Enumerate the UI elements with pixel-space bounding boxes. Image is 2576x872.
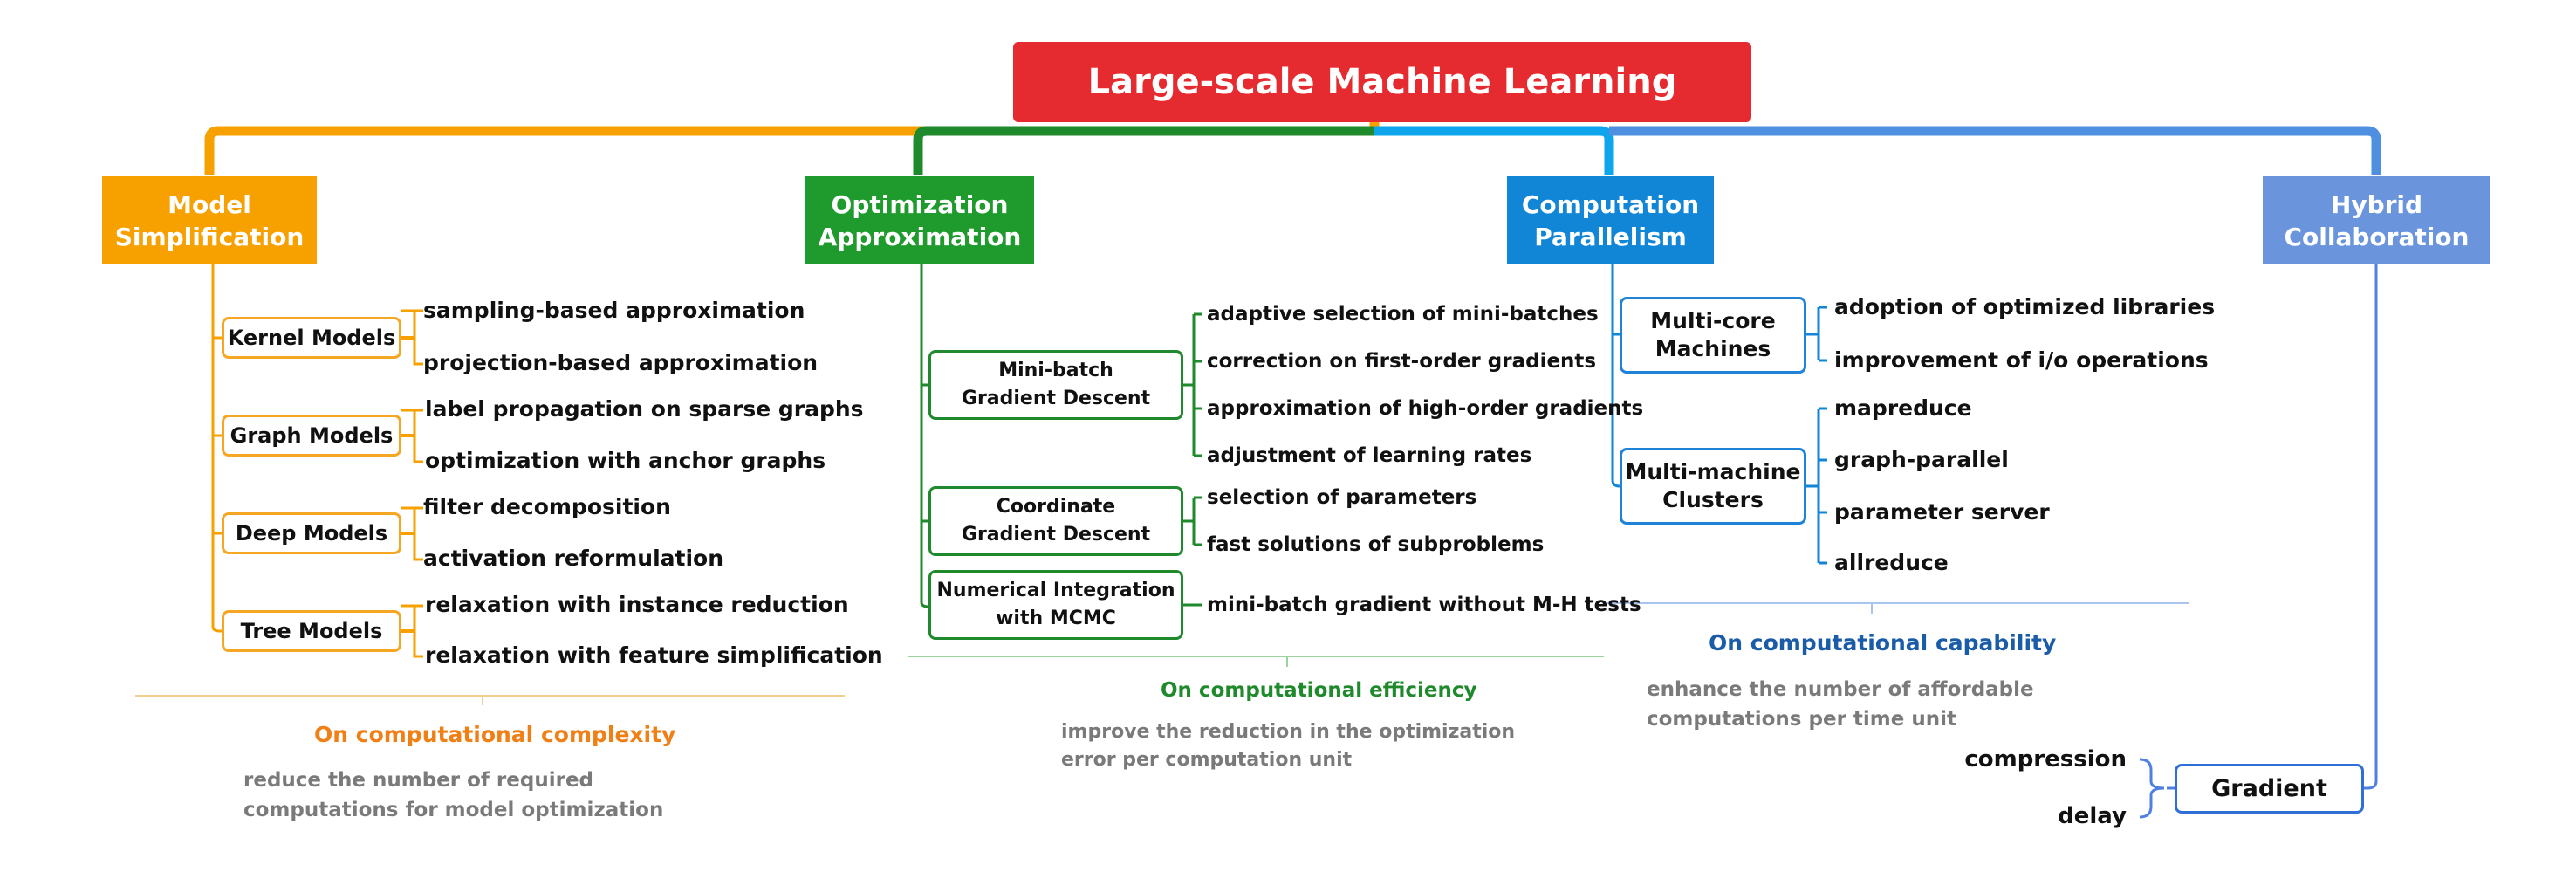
leaf-item: correction on first-order gradients bbox=[1207, 350, 1597, 373]
leaf-item: selection of parameters bbox=[1207, 486, 1477, 509]
leaf-item: filter decomposition bbox=[423, 494, 671, 519]
node-multi-machine-clusters: Multi-machine Clusters bbox=[1620, 448, 1806, 525]
leaf-item: relaxation with instance reduction bbox=[425, 592, 849, 617]
node-label: Mini-batch Gradient Descent bbox=[961, 360, 1151, 409]
node-label: Coordinate Gradient Descent bbox=[961, 496, 1151, 546]
leaf-item: relaxation with feature simplification bbox=[425, 642, 883, 668]
note-title: On computational capability bbox=[1709, 630, 2057, 656]
category-label: Computation Parallelism bbox=[1521, 189, 1700, 251]
leaf-item: improvement of i/o operations bbox=[1834, 347, 2209, 373]
node-multi-core-machines: Multi-core Machines bbox=[1620, 297, 1806, 374]
leaf-item: mapreduce bbox=[1834, 395, 1972, 421]
node-label: Deep Models bbox=[235, 521, 388, 546]
leaf-item: projection-based approximation bbox=[423, 350, 819, 375]
node-label: Numerical Integration with MCMC bbox=[936, 580, 1175, 629]
leaf-item: activation reformulation bbox=[423, 546, 724, 571]
node-label: Graph Models bbox=[230, 423, 394, 448]
leaf-item: approximation of high-order gradients bbox=[1207, 397, 1644, 420]
category-optimization-approximation: Optimization Approximation bbox=[805, 176, 1034, 264]
leaf-item: adoption of optimized libraries bbox=[1834, 294, 2216, 319]
node-mini-batch-gradient-descent: Mini-batch Gradient Descent bbox=[928, 350, 1183, 420]
leaf-item: allreduce bbox=[1834, 550, 1949, 575]
leaf-item: sampling-based approximation bbox=[423, 298, 805, 323]
category-model-simplification: Model Simplification bbox=[102, 176, 317, 264]
node-label: Multi-machine Clusters bbox=[1625, 459, 1801, 512]
node-tree-models: Tree Models bbox=[222, 610, 401, 652]
category-hybrid-collaboration: Hybrid Collaboration bbox=[2263, 176, 2490, 264]
node-label: Tree Models bbox=[240, 619, 383, 643]
node-deep-models: Deep Models bbox=[222, 512, 401, 554]
leaf-item: compression bbox=[1964, 746, 2127, 772]
node-numerical-integration-mcmc: Numerical Integration with MCMC bbox=[928, 570, 1183, 640]
leaf-item: adaptive selection of mini-batches bbox=[1207, 303, 1599, 326]
leaf-item: delay bbox=[2058, 803, 2127, 829]
leaf-item: fast solutions of subproblems bbox=[1207, 533, 1545, 556]
leaf-item: parameter server bbox=[1834, 499, 2050, 525]
note-body: improve the reduction in the optimizatio… bbox=[1061, 721, 1516, 771]
leaf-item: graph-parallel bbox=[1834, 447, 2009, 472]
category-label: Optimization Approximation bbox=[818, 189, 1022, 251]
root-title: Large-scale Machine Learning bbox=[1087, 62, 1677, 102]
node-graph-models: Graph Models bbox=[222, 415, 401, 457]
category-computation-parallelism: Computation Parallelism bbox=[1507, 176, 1714, 264]
note-title: On computational complexity bbox=[314, 722, 676, 747]
category-label: Model Simplification bbox=[114, 189, 305, 251]
node-gradient: Gradient bbox=[2175, 764, 2364, 814]
node-label: Kernel Models bbox=[227, 326, 396, 350]
node-kernel-models: Kernel Models bbox=[222, 317, 401, 359]
root-node: Large-scale Machine Learning bbox=[1013, 42, 1751, 122]
node-label: Multi-core Machines bbox=[1650, 308, 1776, 361]
leaf-item: label propagation on sparse graphs bbox=[425, 396, 864, 422]
category-label: Hybrid Collaboration bbox=[2284, 189, 2470, 251]
leaf-item: optimization with anchor graphs bbox=[425, 448, 826, 473]
node-coordinate-gradient-descent: Coordinate Gradient Descent bbox=[928, 486, 1183, 556]
note-body: enhance the number of affordable computa… bbox=[1647, 678, 2034, 731]
node-label: Gradient bbox=[2211, 774, 2327, 802]
leaf-item: mini-batch gradient without M-H tests bbox=[1207, 594, 1641, 616]
note-body: reduce the number of required computatio… bbox=[243, 769, 664, 821]
note-title: On computational efficiency bbox=[1161, 679, 1477, 702]
leaf-item: adjustment of learning rates bbox=[1207, 444, 1532, 467]
